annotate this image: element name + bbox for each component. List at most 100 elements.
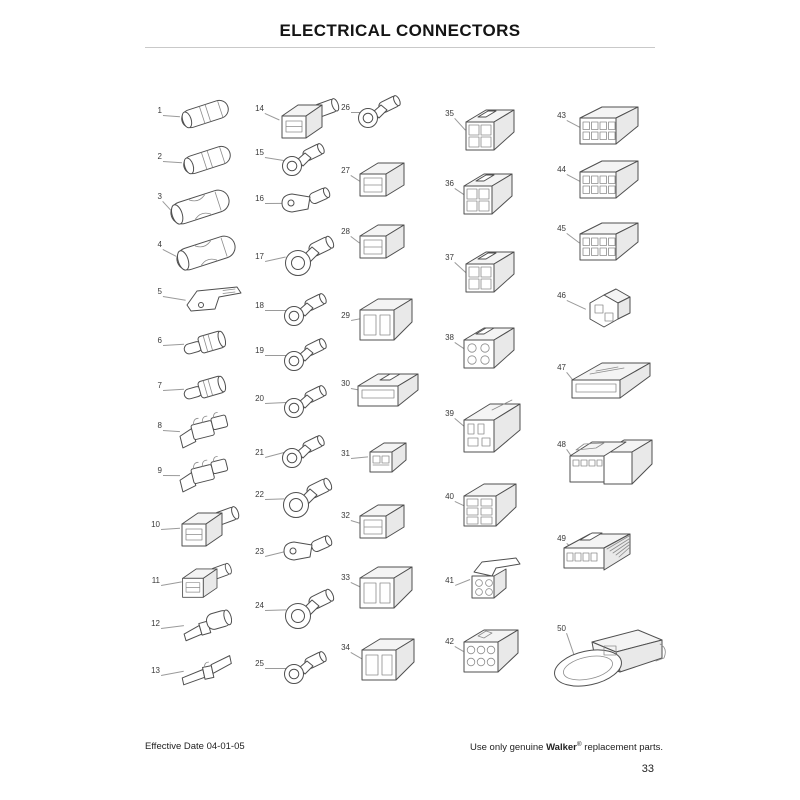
part-number-label: 29 (341, 311, 350, 320)
insulated-female-disconnect-drawing (281, 97, 341, 139)
part-number-label: 17 (255, 252, 264, 261)
multi-pin-housing-drawing (463, 327, 515, 369)
multi-pin-housing-drawing (465, 251, 515, 293)
connector-housing-drawing (359, 224, 405, 259)
multi-pin-housing-drawing (463, 629, 519, 673)
flat-connector-drawing (571, 362, 651, 399)
spade-tongue-terminal-drawing (281, 186, 332, 213)
part-number-label: 7 (157, 381, 162, 390)
part-number-label: 13 (151, 666, 160, 675)
part-number-label: 14 (255, 104, 264, 113)
part-number-label: 50 (557, 624, 566, 633)
part-number-label: 23 (255, 547, 264, 556)
part-number-label: 49 (557, 534, 566, 543)
part-number-label: 47 (557, 363, 566, 372)
part-number-label: 5 (157, 287, 162, 296)
part-number-label: 31 (341, 449, 350, 458)
oval-connector-drawing (550, 629, 666, 693)
part-number-label: 26 (341, 103, 350, 112)
page-title: ELECTRICAL CONNECTORS (279, 21, 521, 40)
part-number-label: 30 (341, 379, 350, 388)
multi-pin-housing-drawing (463, 173, 513, 215)
part-number-label: 1 (157, 106, 162, 115)
part-number-label: 24 (255, 601, 264, 610)
spade-tongue-terminal-drawing (283, 534, 334, 561)
part-number-label: 18 (255, 301, 264, 310)
part-number-label: 27 (341, 166, 350, 175)
genuine-parts-note: Use only genuine Walker® replacement par… (470, 741, 663, 753)
connector-housing-drawing (359, 162, 405, 197)
leader-line (265, 310, 286, 311)
ring-terminal-drawing (282, 142, 327, 176)
ring-terminal-drawing (282, 434, 327, 468)
part-number-label: 16 (255, 194, 264, 203)
part-number-label: 42 (445, 637, 454, 646)
part-number-label: 48 (557, 440, 566, 449)
page-number: 33 (641, 763, 654, 775)
connector-housing-drawing (369, 442, 407, 473)
insulated-female-disconnect-drawing (174, 556, 238, 602)
note-prefix: Use only genuine (470, 742, 547, 754)
multi-pin-housing-drawing (465, 109, 515, 151)
part-number-label: 28 (341, 227, 350, 236)
connector-housing-drawing (569, 439, 653, 485)
ring-terminal-drawing (285, 234, 336, 276)
part-number-label: 25 (255, 659, 264, 668)
ring-terminal-drawing (358, 94, 403, 128)
part-number-label: 19 (255, 346, 264, 355)
connector-housing-drawing (359, 298, 413, 341)
effective-date: Effective Date 04-01-05 (145, 741, 245, 752)
bullet-connector-drawing (181, 329, 228, 359)
ring-terminal-drawing (284, 650, 329, 684)
8-cavity-housing-drawing (579, 160, 639, 199)
weather-pack-connector-drawing (563, 532, 631, 571)
leader-line (351, 112, 360, 113)
part-number-label: 22 (255, 490, 264, 499)
blade-terminal-drawing (179, 655, 235, 686)
part-number-label: 43 (557, 111, 566, 120)
part-number-label: 36 (445, 179, 454, 188)
heat-shrink-butt-connector-drawing (173, 232, 239, 274)
hex-connector-drawing (589, 288, 631, 328)
part-number-label: 32 (341, 511, 350, 520)
part-number-label: 44 (557, 165, 566, 174)
part-number-label: 41 (445, 576, 454, 585)
multi-pin-housing-drawing (463, 399, 521, 453)
connector-housing-drawing (361, 638, 415, 681)
ring-terminal-drawing (285, 587, 336, 629)
ring-terminal-drawing (284, 292, 329, 326)
part-number-label: 6 (157, 336, 162, 345)
insulated-female-disconnect-drawing (181, 505, 241, 547)
title-rule (145, 47, 655, 48)
part-number-label: 11 (151, 576, 160, 585)
insulated-male-spade-drawing (180, 608, 235, 642)
connector-housing-drawing (359, 566, 413, 609)
ring-terminal-drawing (284, 384, 329, 418)
butt-connector-drawing (178, 97, 232, 131)
leader-line (265, 355, 286, 356)
connector-housing-drawing (359, 504, 405, 539)
brand-name: Walker (546, 742, 577, 754)
part-number-label: 12 (151, 619, 160, 628)
leader-line (265, 668, 286, 669)
spade-terminal-drawing (176, 454, 231, 493)
part-number-label: 34 (341, 643, 350, 652)
part-number-label: 15 (255, 148, 264, 157)
part-number-label: 8 (157, 421, 162, 430)
part-number-label: 3 (157, 192, 162, 201)
part-number-label: 39 (445, 409, 454, 418)
butt-connector-drawing (180, 143, 234, 177)
part-number-label: 33 (341, 573, 350, 582)
part-number-label: 45 (557, 224, 566, 233)
part-number-label: 35 (445, 109, 454, 118)
multi-pin-housing-drawing (471, 557, 521, 599)
part-number-label: 46 (557, 291, 566, 300)
part-number-label: 2 (157, 152, 162, 161)
ring-terminal-drawing (283, 476, 334, 518)
multi-pin-housing-drawing (463, 483, 517, 527)
ring-terminal-drawing (284, 337, 329, 371)
spade-terminal-drawing (176, 410, 231, 449)
part-number-label: 10 (151, 520, 160, 529)
8-cavity-housing-drawing (579, 106, 639, 145)
part-number-label: 40 (445, 492, 454, 501)
